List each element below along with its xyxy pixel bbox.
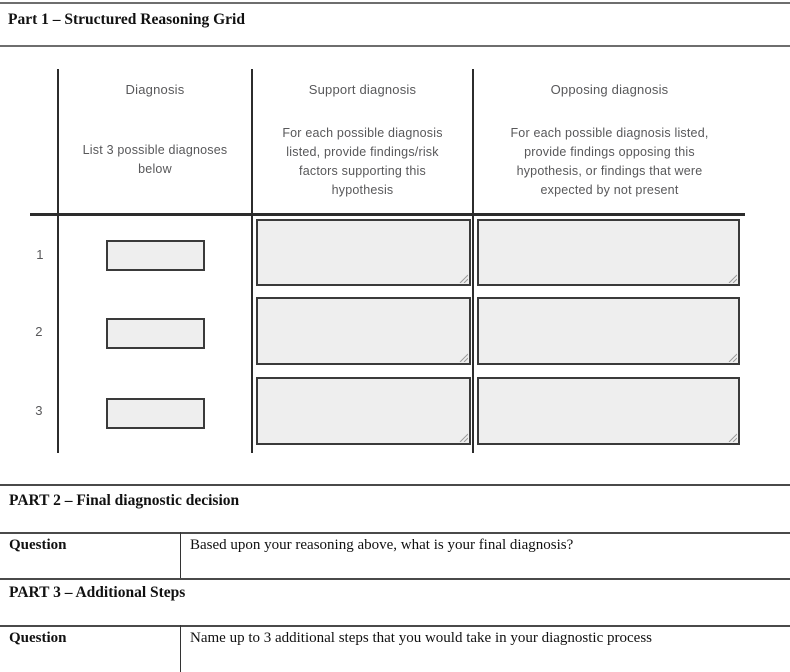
part2-title: PART 2 – Final diagnostic decision: [9, 492, 240, 509]
grid-vline-mid: [251, 69, 253, 453]
part3-cell-divider-line: [180, 625, 181, 672]
opposing-field-1: [477, 219, 740, 286]
opposing-textarea-2[interactable]: [479, 299, 738, 363]
row-number-2: 2: [35, 324, 43, 339]
part2-header-bottom-line: [0, 532, 790, 534]
grid-vline-left: [57, 69, 59, 453]
opposing-field-3: [477, 377, 740, 445]
part2-top-border-line: [0, 484, 790, 486]
diagnosis-input-2[interactable]: [106, 318, 205, 349]
part3-question-label: Question: [9, 630, 67, 646]
support-textarea-1[interactable]: [258, 221, 469, 284]
part3-title: PART 3 – Additional Steps: [9, 584, 186, 601]
support-field-3: [256, 377, 471, 445]
column-desc-diagnosis: List 3 possible diagnoses below: [82, 143, 228, 176]
row-number-3: 3: [35, 403, 43, 418]
support-textarea-2[interactable]: [258, 299, 469, 363]
support-field-2: [256, 297, 471, 365]
column-desc-opposing: For each possible diagnosis listed, prov…: [510, 126, 709, 197]
diagnosis-input-3[interactable]: [106, 398, 205, 429]
part2-question-text: Based upon your reasoning above, what is…: [190, 537, 574, 553]
row-number-1: 1: [36, 247, 44, 262]
column-desc-support: For each possible diagnosis listed, prov…: [282, 126, 443, 197]
opposing-textarea-1[interactable]: [479, 221, 738, 284]
opposing-textarea-3[interactable]: [479, 379, 738, 443]
top-border-line: [0, 2, 790, 4]
diagnosis-input-1[interactable]: [106, 240, 205, 271]
part3-question-text: Name up to 3 additional steps that you w…: [190, 630, 652, 646]
part1-title: Part 1 – Structured Reasoning Grid: [8, 11, 245, 28]
column-header-opposing: Opposing diagnosis: [550, 82, 669, 97]
grid-header-separator-line: [30, 213, 745, 216]
opposing-field-2: [477, 297, 740, 365]
support-textarea-3[interactable]: [258, 379, 469, 443]
part1-bottom-border-line: [0, 45, 790, 47]
part2-question-label: Question: [9, 537, 67, 553]
column-header-diagnosis: Diagnosis: [125, 82, 185, 97]
column-header-support: Support diagnosis: [308, 82, 417, 97]
part3-top-border-line: [0, 578, 790, 580]
part3-header-bottom-line: [0, 625, 790, 627]
part2-cell-divider-line: [180, 532, 181, 578]
grid-vline-right: [472, 69, 474, 453]
support-field-1: [256, 219, 471, 286]
